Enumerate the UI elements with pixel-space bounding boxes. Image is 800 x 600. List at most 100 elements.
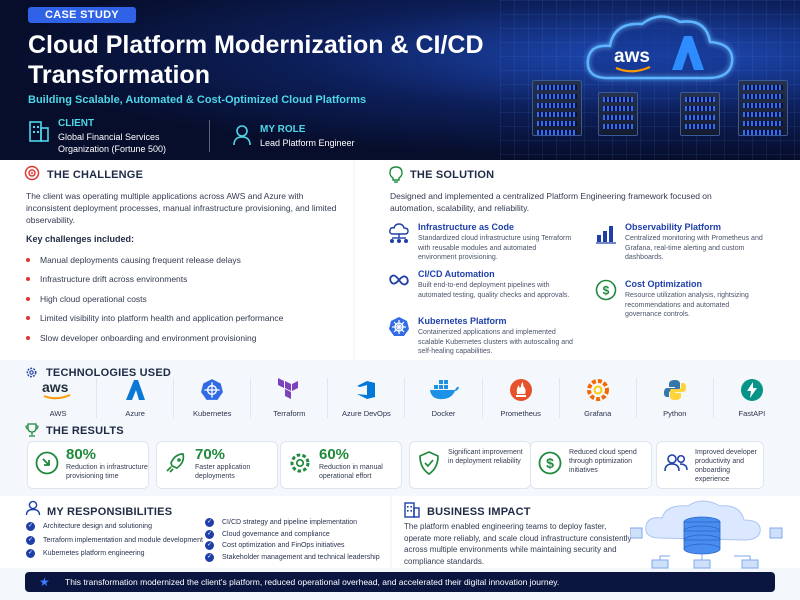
results-title: THE RESULTS <box>46 425 124 437</box>
cloud-illustration: aws A <box>580 8 740 88</box>
server-rack-mid2 <box>680 92 720 136</box>
tech-aws: aws AWS <box>20 378 98 418</box>
list-item: Stakeholder management and technical lea… <box>205 552 380 564</box>
page-subtitle: Building Scalable, Automated & Cost-Opti… <box>28 94 367 106</box>
azure-devops-logo-icon <box>357 381 376 399</box>
result-value: 80% <box>66 446 97 463</box>
tech-prometheus: Prometheus <box>483 378 560 418</box>
prometheus-logo-icon <box>509 379 532 401</box>
fastapi-logo-icon <box>740 379 763 401</box>
role-block: MY ROLE Lead Platform Engineer <box>232 124 355 149</box>
svg-text:$: $ <box>603 284 610 298</box>
tech-label: Docker <box>431 409 456 418</box>
technologies-title: TECHNOLOGIES USED <box>46 367 172 379</box>
dollar-icon: $ <box>538 451 562 475</box>
solution-name: CI/CD Automation <box>418 269 495 279</box>
tech-terraform: Terraform <box>251 378 329 418</box>
client-block: CLIENT Global Financial Services Organiz… <box>28 118 183 155</box>
footer-text: This transformation modernized the clien… <box>65 577 560 587</box>
azure-logo-icon <box>126 380 146 400</box>
trophy-icon <box>25 423 39 437</box>
tech-label: Azure DevOps <box>342 409 391 418</box>
solution-name: Infrastructure as Code <box>418 222 515 232</box>
solution-item-iac: Infrastructure as Code Standardized clou… <box>388 222 573 263</box>
solution-desc: Resource utilization analysis, rightsizi… <box>625 292 749 318</box>
role-value: Lead Platform Engineer <box>260 137 355 148</box>
result-value: 70% <box>195 446 226 463</box>
terraform-logo-icon <box>278 378 299 399</box>
result-text: Significant improvement in deployment re… <box>448 449 523 465</box>
hero-meta: CLIENT Global Financial Services Organiz… <box>28 118 355 154</box>
list-item: Slow developer onboarding and environmen… <box>26 328 283 348</box>
solution-item-cost: $ Cost Optimization Resource utilization… <box>595 279 765 320</box>
tech-label: Grafana <box>584 409 612 418</box>
solution-desc: Built end-to-end deployment pipelines wi… <box>418 282 570 299</box>
result-card: 70% Faster application deployments <box>156 441 278 489</box>
footer-banner: ★ This transformation modernized the cli… <box>25 572 775 592</box>
tech-fastapi: FastAPI <box>714 378 790 418</box>
solution-desc: Centralized monitoring with Prometheus a… <box>625 235 763 261</box>
tech-kubernetes: Kubernetes <box>174 378 252 418</box>
tech-label: Terraform <box>273 409 306 418</box>
svg-text:aws: aws <box>42 379 69 395</box>
role-label: MY ROLE <box>260 123 306 135</box>
list-item: CI/CD strategy and pipeline implementati… <box>205 517 380 529</box>
solution-intro: Designed and implemented a centralized P… <box>390 191 712 213</box>
server-rack-left <box>532 80 582 136</box>
result-text: Improved developer productivity and onbo… <box>695 449 757 483</box>
kubernetes-icon <box>389 317 409 336</box>
client-value: Global Financial Services Organization (… <box>58 131 167 154</box>
list-item: Cost optimization and FinOps initiatives <box>205 540 380 552</box>
lightbulb-icon <box>389 166 403 183</box>
result-text: Reduced cloud spend through optimization… <box>569 449 637 474</box>
kubernetes-logo-icon <box>201 379 224 400</box>
case-study-badge: CASE STUDY <box>28 7 136 23</box>
responsibilities-list-left: Architecture design and solutioning Terr… <box>26 520 203 561</box>
challenge-title: THE CHALLENGE <box>47 169 144 181</box>
user-icon <box>25 500 41 516</box>
gear-icon <box>26 367 37 378</box>
challenge-list: Manual deployments causing frequent rele… <box>26 250 283 348</box>
result-value: 60% <box>319 446 350 463</box>
svg-text:$: $ <box>546 455 554 471</box>
solution-name: Observability Platform <box>625 222 722 232</box>
tech-label: FastAPI <box>738 409 766 418</box>
solution-desc: Standardized cloud infrastructure using … <box>418 235 572 261</box>
list-item: Infrastructure drift across environments <box>26 270 283 290</box>
target-icon <box>24 165 40 181</box>
tech-label: Prometheus <box>500 409 541 418</box>
docker-logo-icon <box>429 380 459 400</box>
tech-label: Kubernetes <box>193 409 232 418</box>
key-challenges-title: Key challenges included: <box>26 234 135 244</box>
tech-azure: Azure <box>97 378 175 418</box>
clock-down-icon <box>35 451 59 475</box>
tech-label: AWS <box>49 409 67 418</box>
svg-text:aws: aws <box>614 46 650 67</box>
list-item: High cloud operational costs <box>26 289 283 309</box>
tech-label: Azure <box>125 409 145 418</box>
result-text: Faster application deployments <box>195 464 251 480</box>
result-card: Significant improvement in deployment re… <box>409 441 531 489</box>
page-title: Cloud Platform Modernization & CI/CD Tra… <box>28 31 484 89</box>
technologies-row: aws AWS Azure Kubernetes Terraform Azure… <box>20 378 790 418</box>
grafana-logo-icon <box>586 379 609 401</box>
result-card: $ Reduced cloud spend through optimizati… <box>530 441 652 489</box>
meta-divider <box>209 120 210 152</box>
server-rack-mid <box>598 92 638 136</box>
solution-item-k8s: Kubernetes Platform Containerized applic… <box>388 316 573 357</box>
responsibilities-title: MY RESPONSIBILITIES <box>47 506 173 518</box>
aws-logo-icon: aws <box>42 379 71 400</box>
result-card: 80% Reduction in infrastructure provisio… <box>27 441 149 489</box>
user-icon <box>233 124 251 145</box>
shield-check-icon <box>419 451 439 476</box>
solution-item-cicd: CI/CD Automation Built end-to-end deploy… <box>388 269 573 300</box>
client-label: CLIENT <box>58 117 95 129</box>
list-item: Manual deployments causing frequent rele… <box>26 250 283 270</box>
python-logo-icon <box>663 380 686 400</box>
list-item: Limited visibility into platform health … <box>26 309 283 329</box>
result-card: Improved developer productivity and onbo… <box>656 441 764 489</box>
hero-banner: CASE STUDY Cloud Platform Modernization … <box>0 0 800 160</box>
solution-item-observability: Observability Platform Centralized monit… <box>595 222 765 263</box>
tech-grafana: Grafana <box>560 378 637 418</box>
challenge-intro: The client was operating multiple applic… <box>26 191 337 225</box>
